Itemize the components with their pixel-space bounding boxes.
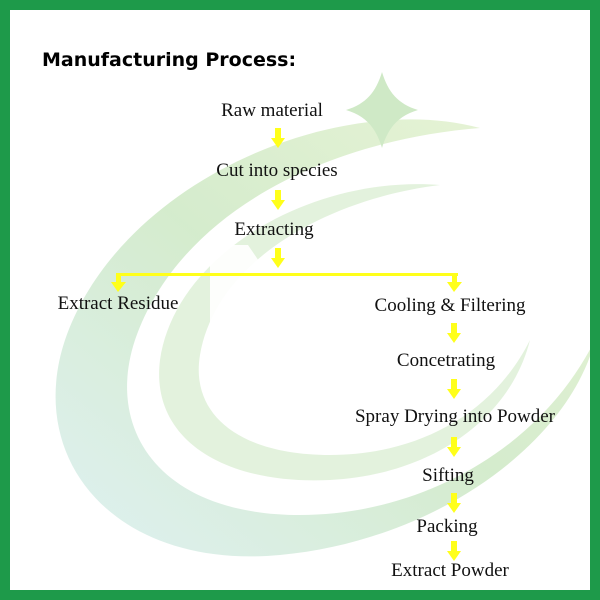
- step-spray-drying: Spray Drying into Powder: [354, 406, 556, 427]
- watermark-swoosh: [55, 119, 590, 557]
- step-raw-material: Raw material: [221, 100, 323, 121]
- step-cut-into-species: Cut into species: [216, 160, 338, 181]
- mt-watermark-logo: [55, 72, 590, 557]
- step-extract-powder: Extract Powder: [391, 560, 509, 581]
- step-extracting: Extracting: [234, 219, 314, 240]
- step-concentrating: Concetrating: [396, 350, 496, 371]
- watermark-letter-m: [210, 245, 354, 346]
- step-sifting: Sifting: [422, 465, 474, 486]
- step-cooling-filtering: Cooling & Filtering: [374, 295, 526, 316]
- watermark-star: [346, 72, 418, 148]
- watermark-letter-t: [360, 245, 522, 340]
- step-packing: Packing: [416, 516, 478, 537]
- diagram-title: Manufacturing Process:: [42, 49, 297, 71]
- step-extract-residue: Extract Residue: [57, 293, 179, 314]
